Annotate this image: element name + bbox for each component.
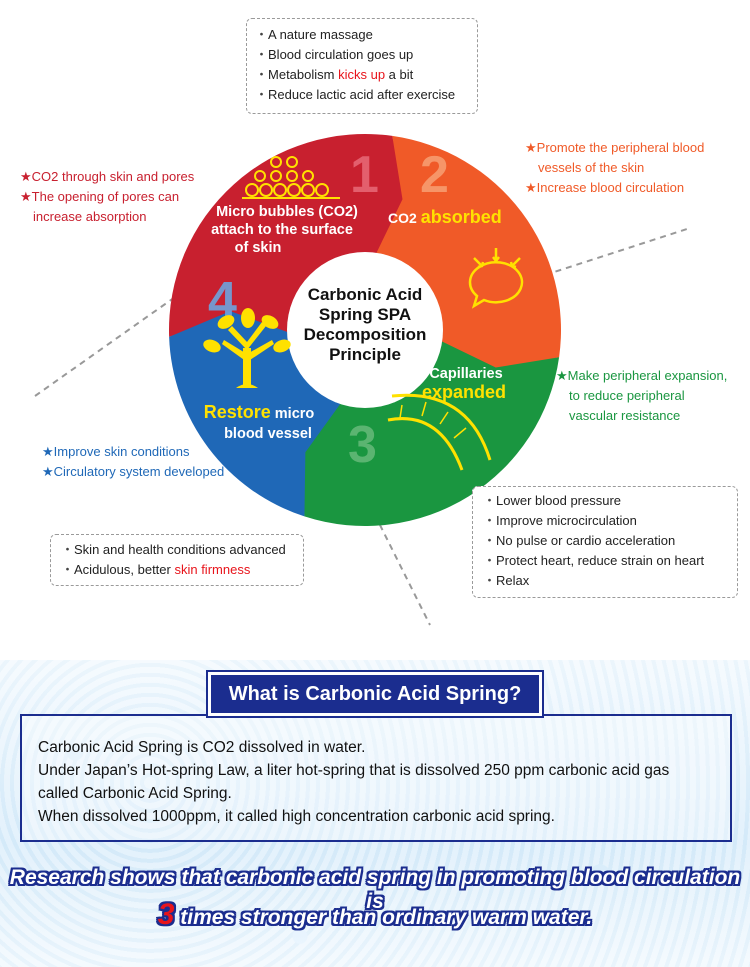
center-title-line-4: Principle (329, 345, 401, 364)
segment-4-label-line-1: Restore micro (204, 402, 315, 422)
effects-top-item: A nature massage (255, 25, 467, 45)
side-note-right-top: Promote the peripheral blood vessels of … (525, 138, 705, 198)
center-title-line-3: Decomposition (304, 325, 427, 344)
segment-1-label-line-1: Micro bubbles (CO2) (216, 204, 358, 220)
info-line: Carbonic Acid Spring is CO2 dissolved in… (38, 739, 366, 756)
side-note-left-top: CO2 through skin and pores The opening o… (20, 167, 195, 227)
effects-box-top: A nature massage Blood circulation goes … (246, 18, 478, 114)
center-title-line-2: Spring SPA (319, 305, 411, 324)
center-circle (287, 252, 443, 408)
segment-2-label-prefix: CO2 (388, 210, 421, 226)
effects-br-item: Protect heart, reduce strain on heart (483, 551, 727, 571)
side-note-left-bottom: Improve skin conditions Circulatory syst… (42, 442, 225, 482)
effects-bl-item: Skin and health conditions advanced (61, 540, 293, 560)
segment-3-label-highlight: expanded (422, 382, 506, 402)
side-note-right-mid: Make peripheral expansion, to reduce per… (556, 366, 728, 426)
segment-4-label-highlight: Restore (204, 402, 271, 422)
effects-top-item: Metabolism kicks up a bit (255, 65, 467, 85)
info-line: Under Japan’s Hot-spring Law, a liter ho… (38, 762, 670, 779)
banner-line-2-text: times stronger than ordinary warm water. (174, 906, 593, 929)
principle-diagram: 1 2 3 4 Carbonic Acid Spring SPA Decompo… (34, 134, 691, 626)
segment-2-label-highlight: absorbed (421, 207, 502, 227)
segment-4-label-rest: micro (271, 406, 315, 422)
segment-3-number: 3 (348, 416, 377, 474)
bubbles-icon (242, 156, 340, 199)
segment-2-label: CO2 absorbed (388, 207, 502, 227)
effects-box-bottom-left: Skin and health conditions advanced Acid… (50, 534, 304, 586)
effects-top-item: Reduce lactic acid after exercise (255, 85, 467, 105)
effects-bl-item: Acidulous, better skin firmness (61, 560, 293, 580)
segment-1-label-line-3: of skin (235, 240, 282, 256)
info-line: When dissolved 1000ppm, it called high c… (38, 808, 555, 825)
guide-line-upper-right (544, 227, 691, 276)
segment-2-number: 2 (420, 146, 449, 204)
segment-1-number: 1 (350, 146, 379, 204)
info-line: called Carbonic Acid Spring. (38, 785, 232, 802)
banner-number: 3 (157, 898, 175, 931)
effects-br-item: Improve microcirculation (483, 511, 727, 531)
tree-icon (203, 308, 291, 388)
segment-1-label-line-2: attach to the surface (211, 222, 353, 238)
segment-3-label-line-1: Capillaries (429, 366, 502, 382)
effects-br-item: Relax (483, 571, 727, 591)
expanded-vessel-icon (387, 393, 492, 471)
segment-1 (169, 134, 408, 337)
absorb-bubble-icon (468, 248, 524, 309)
segment-3 (301, 340, 560, 526)
info-title: What is Carbonic Acid Spring? (208, 672, 542, 716)
segment-2 (375, 135, 561, 373)
center-title-line-1: Carbonic Acid (308, 285, 423, 304)
banner-line-1: Research shows that carbonic acid spring… (9, 866, 741, 913)
effects-box-bottom-right: Lower blood pressure Improve microcircul… (472, 486, 738, 598)
banner-line-2: 3 times stronger than ordinary warm wate… (0, 898, 750, 932)
effects-top-item: Blood circulation goes up (255, 45, 467, 65)
segment-4-label-line-2: blood vessel (224, 426, 312, 442)
effects-br-item: No pulse or cardio acceleration (483, 531, 727, 551)
segment-4 (169, 311, 342, 517)
info-box: Carbonic Acid Spring is CO2 dissolved in… (20, 714, 732, 842)
effects-br-item: Lower blood pressure (483, 491, 727, 511)
guide-line-left (34, 289, 186, 397)
